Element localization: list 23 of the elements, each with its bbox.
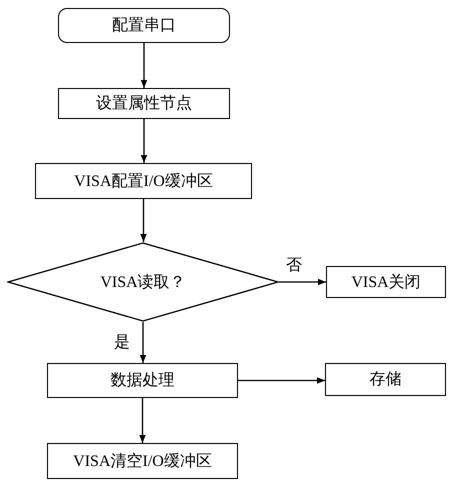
arrow: [140, 322, 146, 363]
arrow: [140, 119, 148, 163]
arrow: [279, 278, 326, 286]
node-text: VISA配置I/O缓冲区: [74, 172, 213, 192]
process-box: [47, 443, 238, 479]
node-text: 数据处理: [110, 370, 174, 391]
process-box: [47, 363, 238, 398]
process-box: [58, 88, 230, 119]
arrow: [238, 377, 325, 384]
arrow: [139, 398, 146, 443]
start-box: [58, 8, 230, 43]
arrow: [140, 43, 148, 88]
node-text: VISA关闭: [351, 272, 421, 292]
arrow: [140, 199, 147, 242]
node-text: 存储: [370, 370, 402, 390]
node-text: 配置串口: [112, 16, 176, 36]
node-text: 设置属性节点: [96, 94, 192, 114]
node-text: VISA读取？: [100, 272, 186, 292]
process-box: [35, 163, 252, 199]
process-box: [325, 363, 446, 396]
process-box: [326, 266, 446, 298]
node-text: VISA清空I/O缓冲区: [73, 452, 212, 472]
decision-diamond: [7, 242, 279, 322]
